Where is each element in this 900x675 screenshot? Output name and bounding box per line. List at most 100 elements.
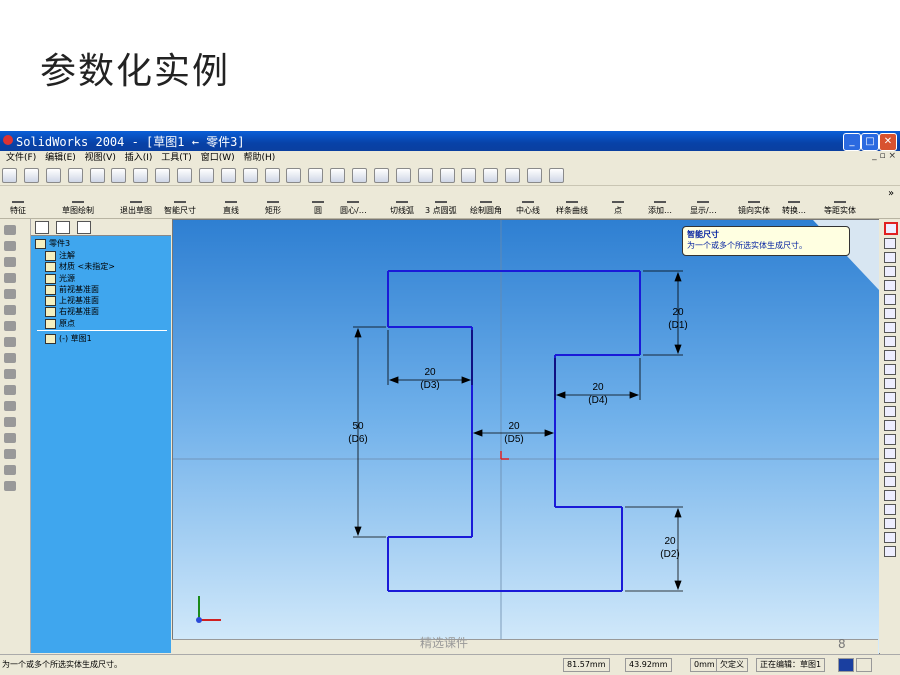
dim-d2-value[interactable]: 20 <box>664 536 676 547</box>
menu-help[interactable]: 帮助(H) <box>243 153 276 163</box>
tool-icon[interactable] <box>4 257 16 267</box>
three-point-arc-button[interactable]: 3 点圆弧 <box>425 190 457 216</box>
tool-icon[interactable] <box>884 238 896 249</box>
close-button[interactable]: ✕ <box>879 133 897 151</box>
zoom-in-out-icon[interactable] <box>308 168 324 183</box>
tool-icon[interactable] <box>884 378 896 389</box>
tool-icon[interactable] <box>884 280 896 291</box>
rotate-icon[interactable] <box>352 168 367 183</box>
tool-icon[interactable] <box>884 350 896 361</box>
save-icon[interactable] <box>45 168 61 183</box>
circle-button[interactable]: 圆 <box>312 190 324 216</box>
tool-icon[interactable] <box>4 417 16 427</box>
zoom-selection-icon[interactable] <box>330 168 346 183</box>
tree-item[interactable]: 注解 <box>45 250 75 261</box>
convert-button[interactable]: 转换… <box>782 190 806 216</box>
shaded-icon[interactable] <box>505 168 521 183</box>
tree-item-sketch[interactable]: (-) 草图1 <box>45 333 92 344</box>
print-preview-icon[interactable] <box>89 168 105 183</box>
offset-button[interactable]: 等距实体 <box>824 190 856 216</box>
tool-icon[interactable] <box>4 241 16 251</box>
tool-icon[interactable] <box>884 392 896 403</box>
menu-view[interactable]: 视图(V) <box>84 153 116 163</box>
tool-icon[interactable] <box>884 308 896 319</box>
hidden-removed-icon[interactable] <box>461 168 477 183</box>
fillet-button[interactable]: 绘制圆角 <box>470 190 502 216</box>
tree-item[interactable]: 光源 <box>45 273 75 284</box>
add-relation-button[interactable]: 添加… <box>648 190 672 216</box>
horizontal-scrollbar[interactable] <box>172 639 878 654</box>
tool-icon[interactable] <box>884 448 896 459</box>
feature-tree-tab-icon[interactable] <box>35 221 49 234</box>
new-file-icon[interactable] <box>2 168 17 183</box>
config-tab-icon[interactable] <box>76 221 91 234</box>
sketch-icon[interactable] <box>177 168 192 183</box>
perspective-icon[interactable] <box>548 168 564 183</box>
help-icon[interactable] <box>856 658 872 672</box>
shaded-edges-icon[interactable] <box>483 168 499 183</box>
smart-dimension-button[interactable]: 智能尺寸 <box>164 190 196 216</box>
tool-icon[interactable] <box>884 266 896 277</box>
tree-item[interactable]: 材质 <未指定> <box>45 261 115 272</box>
tool-icon[interactable] <box>884 294 896 305</box>
tool-icon[interactable] <box>884 504 896 515</box>
rebuild-icon[interactable] <box>198 168 214 183</box>
menu-insert[interactable]: 插入(I) <box>124 153 153 163</box>
line-button[interactable]: 直线 <box>223 190 239 216</box>
center-arc-button[interactable]: 圆心/… <box>340 190 367 216</box>
tool-icon[interactable] <box>884 462 896 473</box>
zoom-fit-icon[interactable] <box>264 168 280 183</box>
centerline-button[interactable]: 中心线 <box>516 190 540 216</box>
tool-icon[interactable] <box>4 449 16 459</box>
tool-icon[interactable] <box>4 465 16 475</box>
tangent-arc-button[interactable]: 切线弧 <box>390 190 414 216</box>
tool-icon[interactable] <box>4 433 16 443</box>
tree-item[interactable]: 原点 <box>45 318 75 329</box>
print-icon[interactable] <box>67 168 83 183</box>
tool-icon[interactable] <box>4 321 16 331</box>
tool-icon[interactable] <box>884 546 896 557</box>
title-bar[interactable]: SolidWorks 2004 - [草图1 ← 零件3] _ □ ✕ <box>0 131 900 151</box>
menu-file[interactable]: 文件(F) <box>6 153 37 163</box>
tree-item[interactable]: 前视基准面 <box>45 284 99 295</box>
tool-icon[interactable] <box>4 385 16 395</box>
tool-icon[interactable] <box>884 322 896 333</box>
dim-d6-value[interactable]: 50 <box>352 421 364 432</box>
dim-d1-value[interactable]: 20 <box>672 307 684 318</box>
feature-button[interactable]: 特征 <box>10 190 26 216</box>
tool-icon[interactable] <box>4 369 16 379</box>
help-icon[interactable] <box>242 168 258 183</box>
tool-icon[interactable] <box>4 273 16 283</box>
tool-icon[interactable] <box>4 289 16 299</box>
tool-icon[interactable] <box>884 490 896 501</box>
tool-icon[interactable] <box>884 434 896 445</box>
zoom-area-icon[interactable] <box>286 168 302 183</box>
pan-icon[interactable] <box>373 168 389 183</box>
tool-icon[interactable] <box>884 364 896 375</box>
tool-icon[interactable] <box>4 337 16 347</box>
tool-icon[interactable] <box>884 336 896 347</box>
undo-icon[interactable] <box>111 168 127 183</box>
status-indicator-icon[interactable] <box>838 658 854 672</box>
menu-window[interactable]: 窗口(W) <box>200 153 235 163</box>
section-view-icon[interactable] <box>527 168 542 183</box>
tree-item[interactable]: 右视基准面 <box>45 306 99 317</box>
mdi-controls[interactable]: _ ▫ × <box>872 151 896 161</box>
tool-icon[interactable] <box>4 353 16 363</box>
rectangle-button[interactable]: 矩形 <box>265 190 281 216</box>
tool-icon[interactable] <box>884 252 896 263</box>
tool-icon[interactable] <box>4 401 16 411</box>
tool-icon[interactable] <box>884 476 896 487</box>
mirror-button[interactable]: 镜向实体 <box>738 190 770 216</box>
tree-item[interactable]: 上视基准面 <box>45 295 99 306</box>
property-tab-icon[interactable] <box>55 221 70 234</box>
redo-icon[interactable] <box>133 168 149 183</box>
sketch-draw-button[interactable]: 草图绘制 <box>62 190 94 216</box>
point-button[interactable]: 点 <box>612 190 624 216</box>
wireframe-icon[interactable] <box>417 168 433 183</box>
hidden-lines-icon[interactable] <box>439 168 455 183</box>
tool-icon[interactable] <box>4 225 16 235</box>
dim-d5-value[interactable]: 20 <box>508 421 520 432</box>
spline-button[interactable]: 样条曲线 <box>556 190 588 216</box>
select-icon[interactable] <box>155 168 171 183</box>
